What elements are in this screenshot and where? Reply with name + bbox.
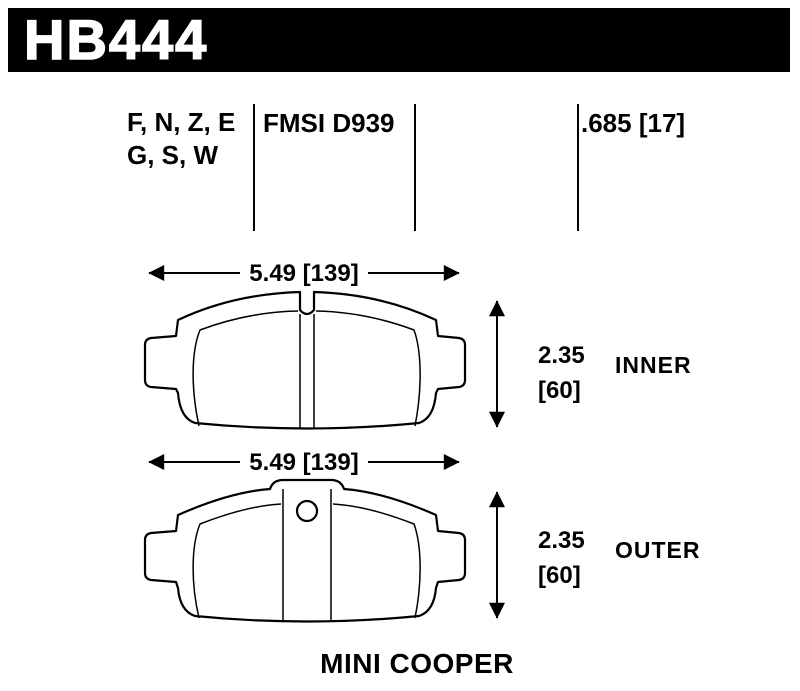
compound-codes: F, N, Z, E G, S, W (127, 106, 235, 172)
inner-pad-label: INNER (615, 352, 692, 378)
inner-pad-width-dimension: 5.49 [139] (148, 257, 460, 289)
friction-surface-line (192, 310, 299, 427)
outer-pad-outline (143, 478, 467, 623)
inner-pad-outline (143, 290, 467, 430)
pad-body (143, 290, 467, 430)
pad-thickness-spec: .685 [17] (581, 108, 686, 138)
outer-pad-thickness-in: 2.35 (538, 527, 585, 554)
column-divider (414, 104, 416, 231)
inner-pad-thickness-dimension: 2.35 [60] (489, 300, 585, 428)
outer-pad-width-label: 5.49 [139] (249, 449, 358, 476)
sensor-hole (295, 499, 319, 523)
outer-pad-thickness-dimension: 2.35 [60] (489, 491, 585, 619)
part-number: HB444 (23, 7, 209, 72)
compound-codes-line1: F, N, Z, E (127, 107, 236, 137)
friction-surface-line (192, 503, 282, 619)
friction-surface-line (315, 310, 421, 427)
column-divider (577, 104, 579, 231)
inner-pad-thickness-in: 2.35 (538, 342, 585, 369)
outer-pad-thickness-mm: [60] (538, 562, 581, 589)
friction-surface-line (332, 503, 421, 619)
compound-codes-line2: G, S, W (127, 140, 218, 170)
outer-pad-label: OUTER (615, 537, 701, 563)
brake-pad-drawing: 5.49 [139] 2.35 [60] INNER 5.49 [139] (143, 257, 701, 679)
dimension-text-mask (240, 446, 368, 478)
outer-pad-width-dimension: 5.49 [139] (148, 446, 460, 478)
dimension-text-mask (240, 257, 368, 289)
column-divider (253, 104, 255, 231)
part-number-banner: HB444 (8, 7, 790, 72)
pad-body (143, 478, 467, 623)
fmsi-number: FMSI D939 (263, 108, 395, 138)
inner-pad-thickness-mm: [60] (538, 377, 581, 404)
vehicle-name: MINI COOPER (320, 648, 514, 679)
inner-pad-width-label: 5.49 [139] (249, 260, 358, 287)
